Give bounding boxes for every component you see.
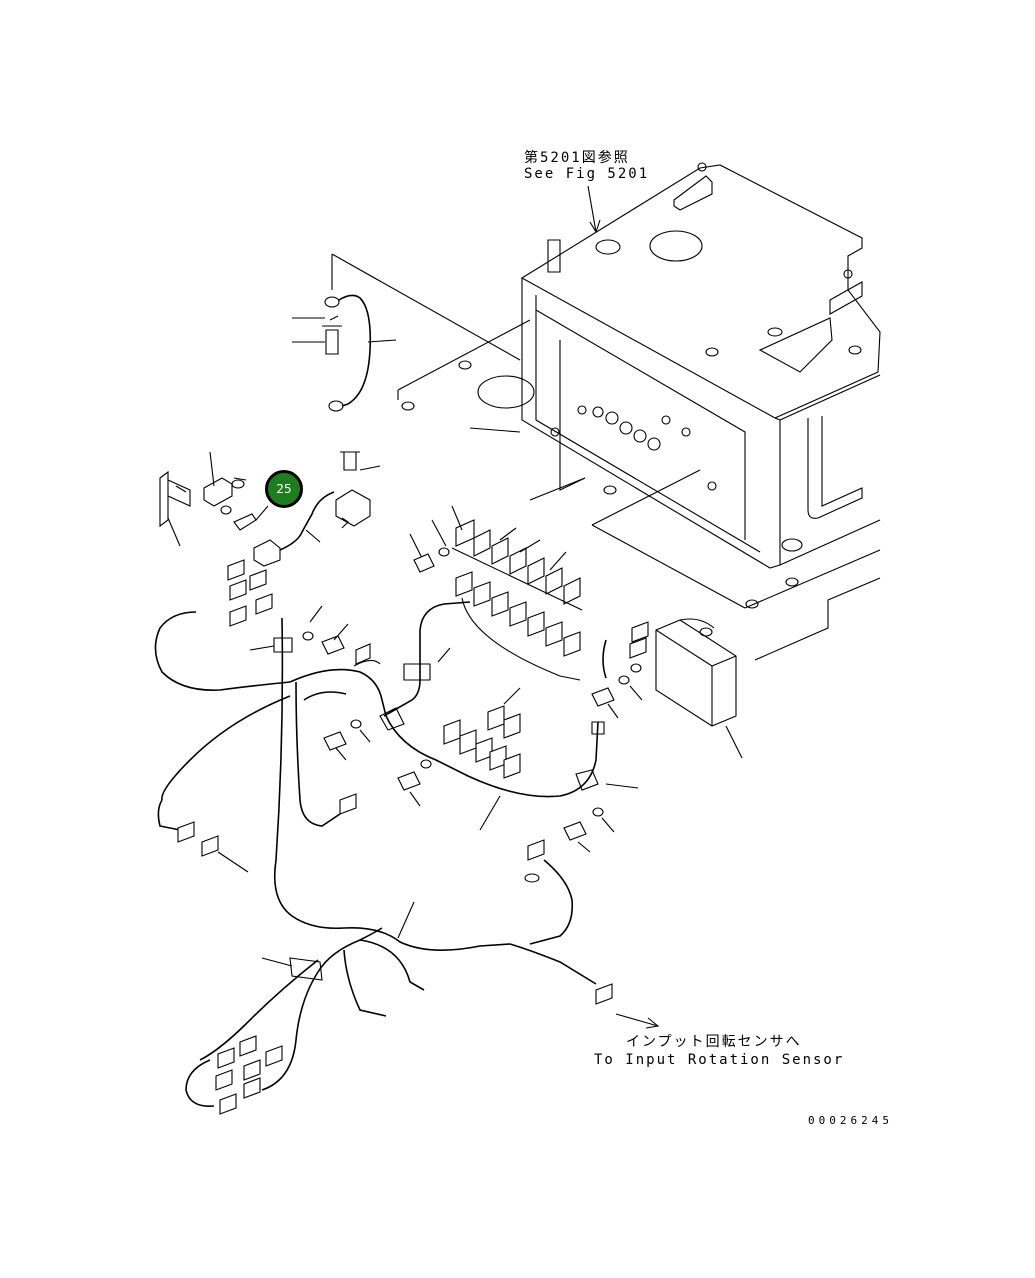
sensor-label-jp: インプット回転センサへ: [626, 1034, 802, 1050]
bolts-washers: [302, 623, 643, 853]
callout-badge[interactable]: 25: [265, 470, 303, 508]
ref-label-jp: 第5201図参照: [524, 150, 630, 166]
drawing-number: 00026245: [808, 1114, 893, 1127]
ref-label-en: See Fig 5201: [524, 166, 650, 182]
main-harness: [154, 559, 660, 1115]
relay-rows: [409, 505, 583, 779]
ground-strap: [292, 294, 397, 412]
frame-panel: [331, 162, 881, 661]
switch-assembly: [159, 451, 381, 567]
sensor-label-en: To Input Rotation Sensor: [594, 1052, 845, 1068]
controller-box: [602, 618, 743, 759]
